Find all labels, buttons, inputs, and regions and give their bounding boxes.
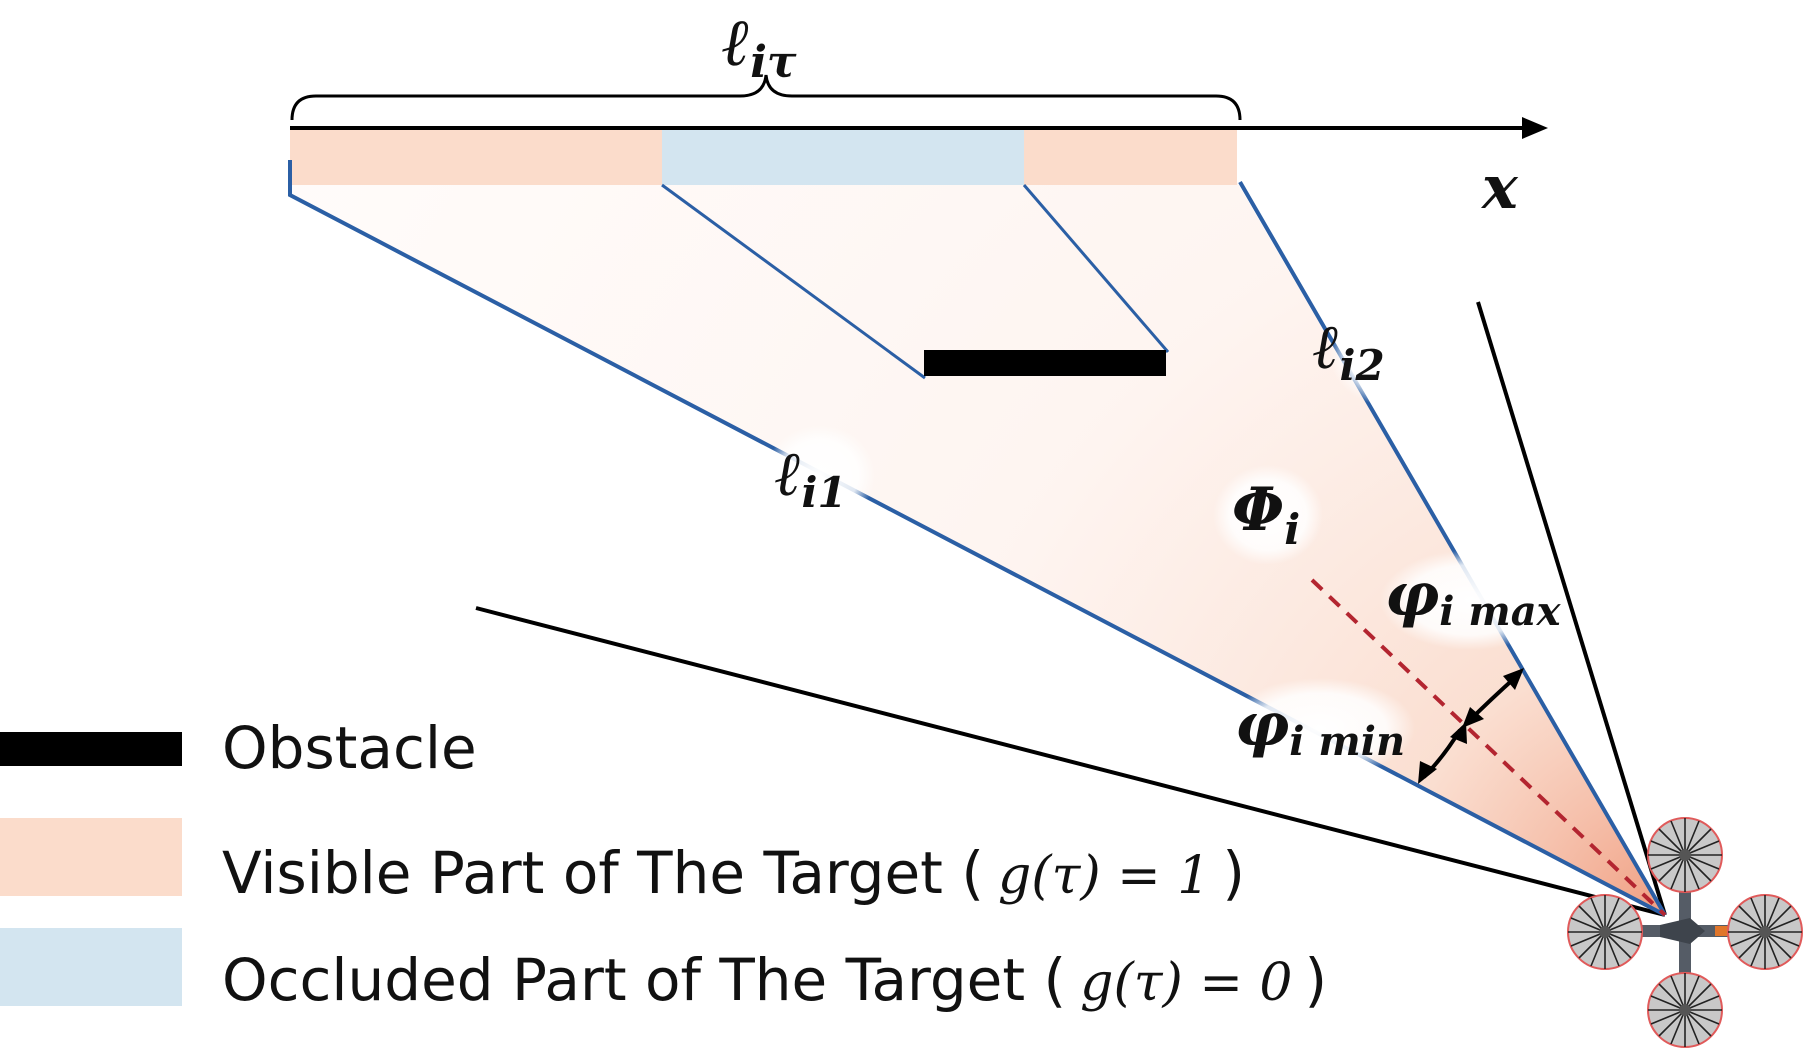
label-ray-l-i2: ℓi2: [1313, 310, 1385, 390]
quadrotor-drone-icon: [1567, 817, 1803, 1048]
legend-obstacle-swatch: [0, 732, 182, 766]
occluded-segment: [662, 130, 1024, 185]
occlusion-ray-left: [661, 183, 926, 380]
label-angle-max: φi max: [1385, 560, 1562, 635]
label-segment-total: ℓiτ: [722, 3, 797, 88]
angle-arc-min-arrow-top: [1450, 722, 1467, 744]
legend-occluded-swatch: [0, 928, 182, 1006]
angle-arc-max-arrow-top: [1503, 668, 1524, 690]
ray-l-i2: [1238, 180, 1667, 917]
visible-segment-left: [290, 130, 662, 185]
ray-l-i1: [288, 160, 1666, 917]
label-ray-l-i1: ℓi1: [775, 437, 847, 517]
legend-visible-swatch: [0, 818, 182, 896]
segment-brace: [290, 74, 1242, 121]
visible-segment-right: [1024, 130, 1237, 185]
obstacle: [924, 350, 1166, 376]
fov-boundary-upper: [1476, 301, 1667, 916]
angle-arc-max-arrow-bottom: [1462, 707, 1484, 728]
x-axis-arrowhead: [1522, 117, 1548, 139]
angle-arc-min-arrow-bottom: [1418, 761, 1437, 784]
legend-visible-label: Visible Part of The Target (g(τ) = 1): [222, 839, 1245, 907]
label-region-phi: Φi: [1232, 475, 1300, 554]
legend-obstacle-label: Obstacle: [222, 714, 477, 782]
legend-occluded-label: Occluded Part of The Target (g(τ) = 0): [222, 946, 1327, 1014]
label-angle-min: φi min: [1235, 690, 1405, 765]
label-axis-x: x: [1480, 153, 1519, 223]
occlusion-ray-right: [1022, 184, 1170, 353]
fov-boundary-lower: [475, 606, 1666, 917]
bisector-line: [1310, 578, 1667, 917]
